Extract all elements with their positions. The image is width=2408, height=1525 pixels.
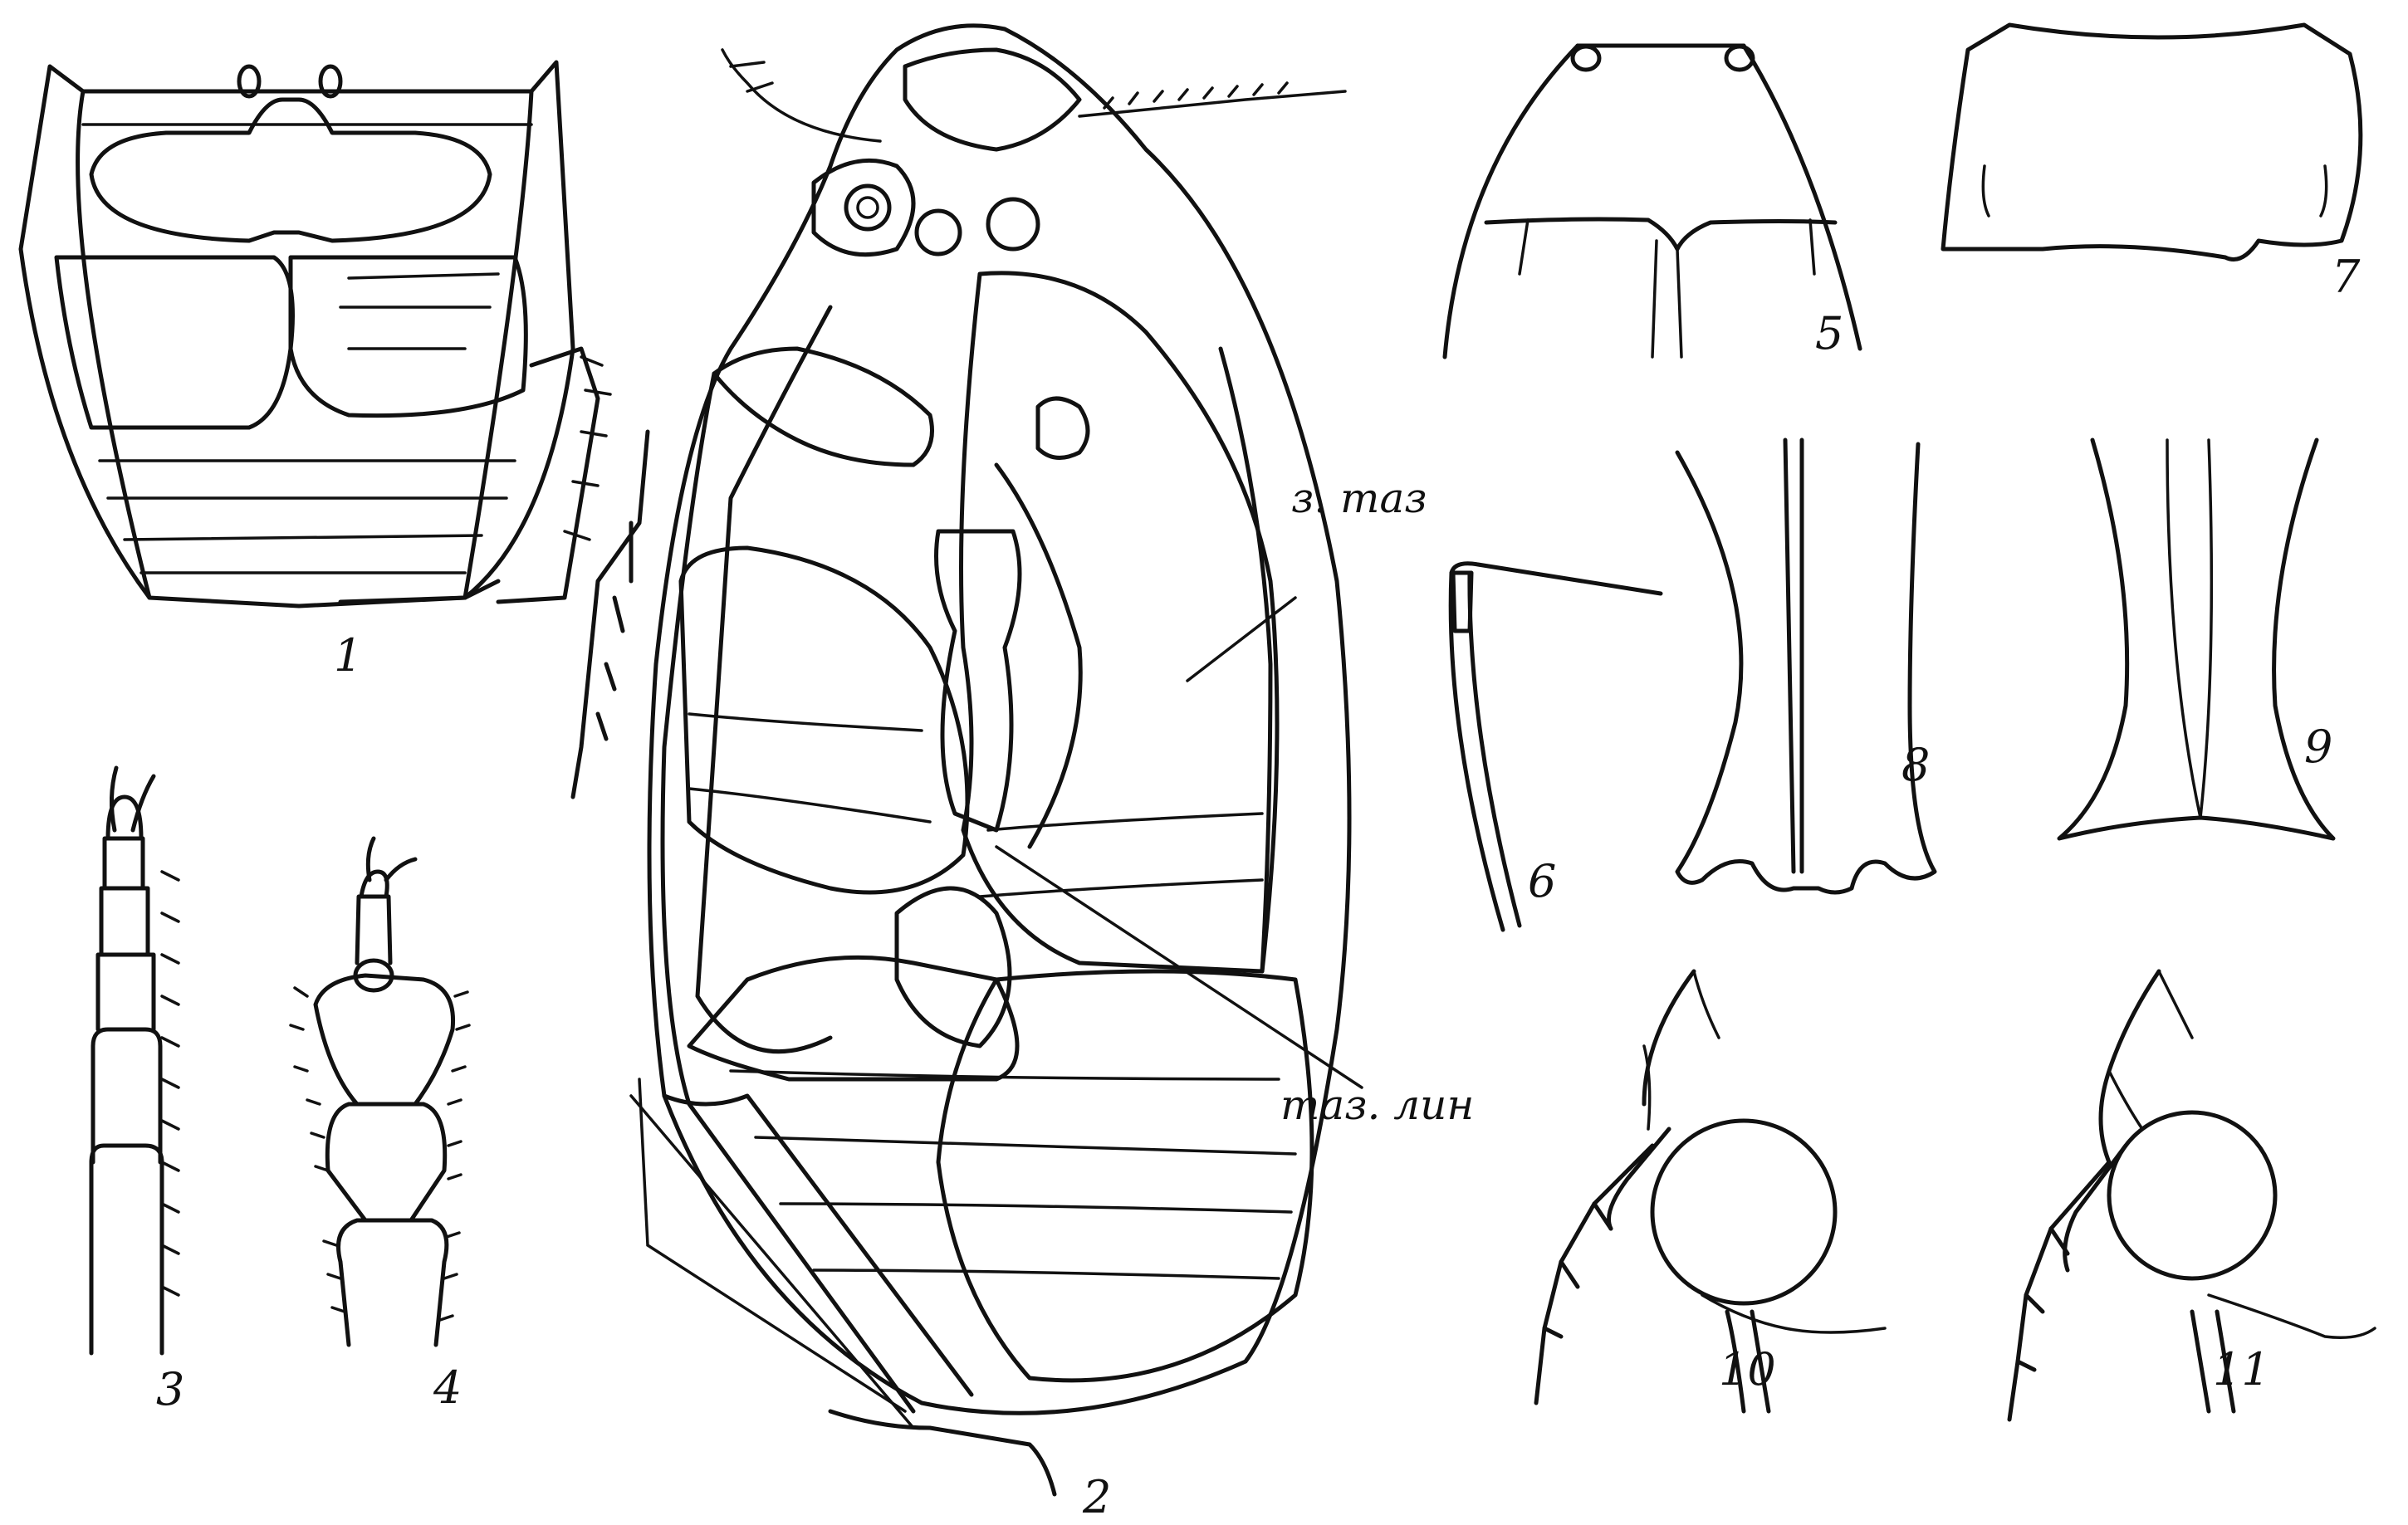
figure-8-aedeagus [1677,440,1935,892]
figure-number-4: 4 [433,1361,462,1414]
figure-10-eye [1536,971,1885,1411]
figure-number-2: 2 [1082,1471,1111,1523]
figure-number-10: 10 [1719,1343,1776,1395]
figure-1-ventral-view [21,62,610,606]
figure-number-7: 7 [2332,251,2361,303]
figure-11-eye [2009,971,2375,1420]
label-coxal-line: таз. лин [1280,1081,1474,1129]
figure-3-tarsus [91,768,179,1353]
figure-4-tarsus [291,838,469,1345]
figure-2-beetle-ventral [573,26,1362,1494]
figure-number-6: 6 [1528,855,1556,907]
figure-9-aedeagus [2059,440,2333,838]
figure-7-plate [1943,25,2361,260]
figure-number-8: 8 [1901,739,1930,791]
figure-number-3: 3 [156,1363,184,1415]
figure-number-1: 1 [334,629,362,682]
figure-number-11: 11 [2213,1343,2270,1395]
label-coxa: з. таз [1291,474,1427,522]
figure-number-9: 9 [2304,721,2332,773]
figure-5-pronotum [1445,46,1860,357]
figure-number-5: 5 [1815,307,1843,359]
